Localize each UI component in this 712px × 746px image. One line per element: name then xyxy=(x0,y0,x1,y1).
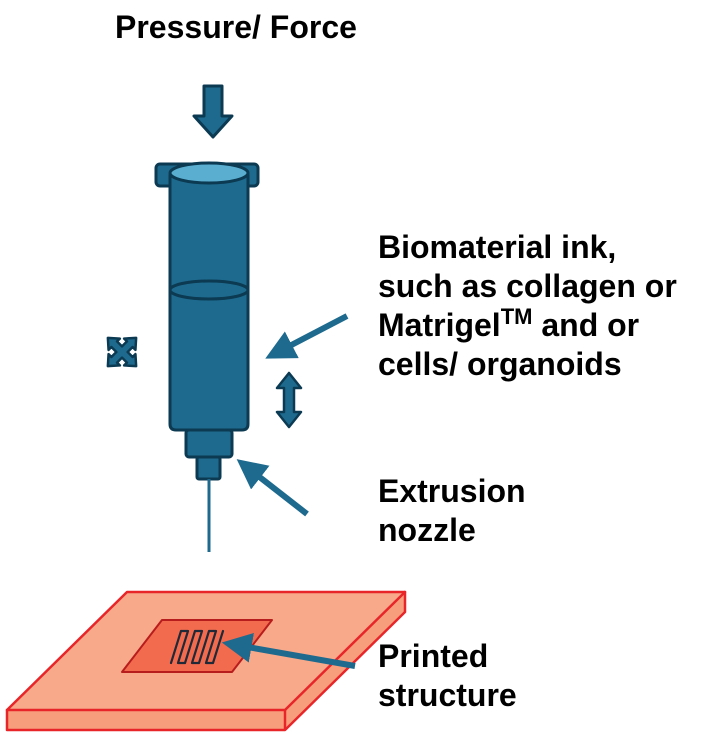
printed-label-line1: Printed xyxy=(378,638,489,674)
down-arrow-icon xyxy=(192,84,234,139)
ink-pointer-arrow-icon xyxy=(265,313,349,359)
nozzle-label: Extrusion nozzle xyxy=(378,472,526,550)
pressure-label: Pressure/ Force xyxy=(115,9,357,45)
printed-label: Printed structure xyxy=(378,637,517,715)
move-cross-icon xyxy=(106,336,138,368)
syringe xyxy=(154,161,260,552)
printed-label-line2: structure xyxy=(378,677,517,713)
trademark-superscript: TM xyxy=(500,304,533,329)
ink-label-line4: cells/ organoids xyxy=(378,346,622,382)
updown-arrow-icon xyxy=(275,371,303,429)
nozzle-label-line2: nozzle xyxy=(378,512,476,548)
nozzle-pointer-arrow-icon xyxy=(236,459,309,517)
ink-label-matrigel: Matrigel xyxy=(378,307,501,343)
ink-label-and-or: and or xyxy=(532,307,640,343)
ink-label-line3: MatrigelTM and or xyxy=(378,306,677,345)
nozzle-label-line1: Extrusion xyxy=(378,473,526,509)
printed-pointer-arrow-icon xyxy=(221,632,356,669)
ink-label-line1: Biomaterial ink, xyxy=(378,229,617,265)
ink-label-line2: such as collagen or xyxy=(378,268,677,304)
ink-label: Biomaterial ink, such as collagen or Mat… xyxy=(378,228,677,384)
